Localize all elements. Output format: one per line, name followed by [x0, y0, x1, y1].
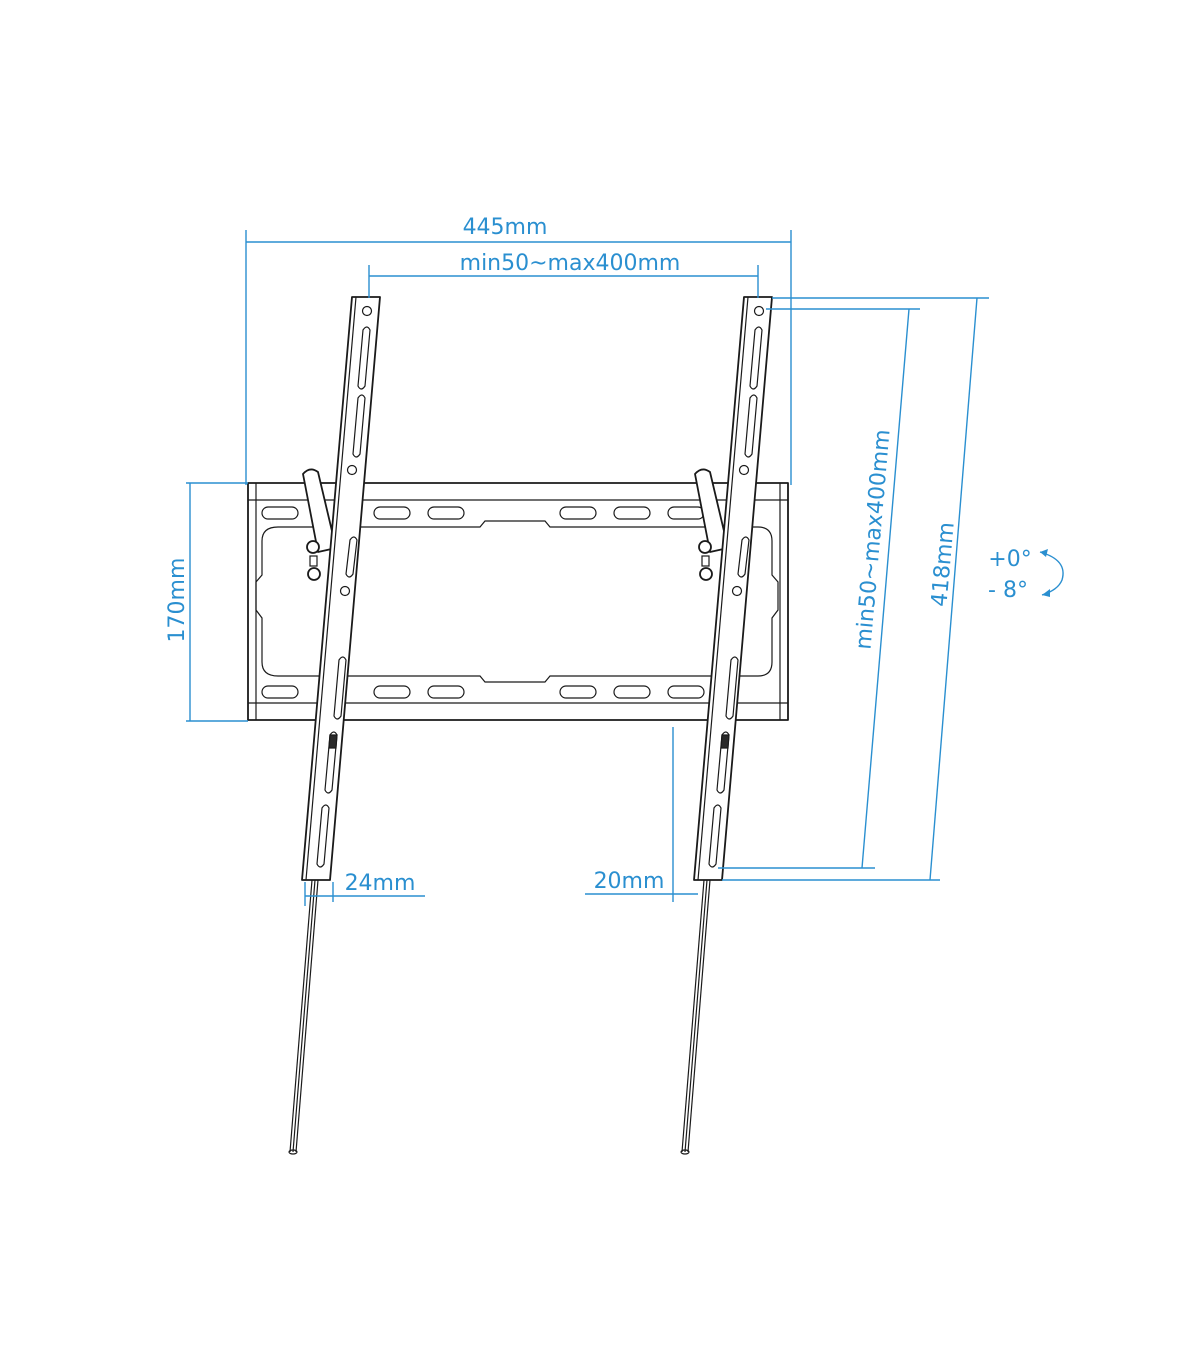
left-tilt-knob-top — [306, 540, 320, 554]
dimension-arm-width: 24mm — [304, 871, 425, 906]
left-safety-cord — [288, 879, 319, 1155]
wall-gap-label: 20mm — [594, 869, 665, 894]
right-safety-cord — [680, 879, 711, 1155]
curved-tilt-arrow-icon — [1039, 549, 1064, 597]
plate-height-label: 170mm — [165, 558, 190, 643]
tilt-upper-label: +0° — [988, 547, 1031, 572]
dimension-wall-gap: 20mm — [585, 727, 698, 902]
wall-plate-bottom-slots — [261, 685, 705, 699]
right-tilt-knob-bottom — [699, 567, 713, 581]
overall-width-label: 445mm — [463, 215, 548, 240]
tilt-range: +0° - 8° — [988, 547, 1064, 603]
arm-height-label: 418mm — [927, 521, 959, 608]
dimension-vesa-horizontal: min50~max400mm — [368, 251, 759, 298]
left-tilt-knob-bottom — [307, 567, 321, 581]
vesa-horizontal-label: min50~max400mm — [460, 251, 681, 276]
dimension-plate-height: 170mm — [165, 482, 248, 722]
tilt-lower-label: - 8° — [988, 578, 1028, 603]
right-tv-arm — [680, 296, 773, 1155]
arm-width-label: 24mm — [345, 871, 416, 896]
dimension-arm-height: 418mm — [722, 297, 989, 881]
dimension-overall-width: 445mm — [245, 215, 792, 485]
right-tilt-knob-top — [698, 540, 712, 554]
left-tv-arm — [288, 296, 381, 1155]
